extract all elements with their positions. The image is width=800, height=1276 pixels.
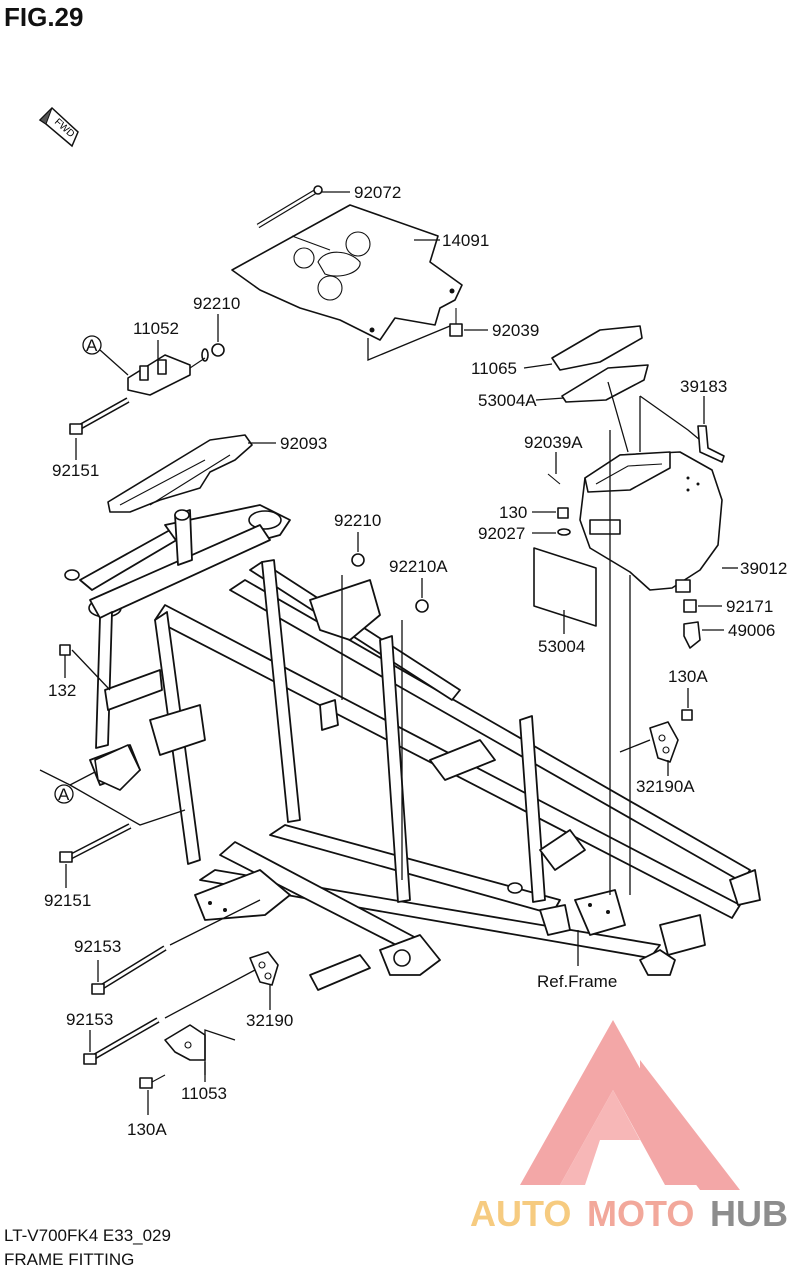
- leader-53004A: [535, 397, 565, 401]
- part-39183-clamp: [697, 425, 725, 463]
- part-92151-top-bolt: [69, 397, 130, 435]
- leader-ref-a-bottom-1: [39, 769, 96, 786]
- label-130: 130: [499, 503, 527, 522]
- part-92153-bolt-a: [91, 945, 167, 995]
- label-92039: 92039: [492, 321, 539, 340]
- part-11053-bracket: [164, 1024, 206, 1061]
- label-92151-bottom: 92151: [44, 891, 91, 910]
- figure-title: FIG.29: [4, 2, 84, 32]
- label-11053: 11053: [181, 1084, 227, 1103]
- part-132-bolt: [59, 644, 71, 656]
- main-frame-assembly: [64, 504, 761, 991]
- label-92210-mid: 92210: [334, 511, 381, 530]
- part-lower-left-bracket: [94, 744, 141, 791]
- part-92093-cushion: [107, 434, 253, 513]
- leader-ref-a-top: [99, 349, 129, 376]
- label-132: 132: [48, 681, 76, 700]
- label-32190: 32190: [246, 1011, 293, 1030]
- label-53004A: 53004A: [478, 391, 537, 410]
- part-92210-top-nut: [201, 343, 225, 362]
- watermark-hub-text: HUB: [710, 1193, 788, 1234]
- watermark-auto-text: AUTO: [470, 1193, 571, 1234]
- guide-32190A: [619, 739, 651, 753]
- part-32190-plate: [249, 951, 279, 986]
- label-32190A: 32190A: [636, 777, 695, 796]
- leader-14091-bracket: [367, 325, 451, 361]
- part-92027-washer: [557, 528, 571, 536]
- leader-53004A-to-box: [607, 381, 629, 453]
- part-32190A-plate: [649, 721, 679, 763]
- part-92210A-nut: [415, 599, 429, 613]
- label-49006: 49006: [728, 621, 775, 640]
- part-92072-rod: [256, 185, 323, 229]
- leader-11065: [523, 363, 553, 369]
- part-11065-seal: [551, 325, 643, 371]
- svg-text:A: A: [58, 785, 70, 804]
- svg-text:A: A: [86, 336, 98, 355]
- part-130-bolt: [557, 507, 569, 519]
- label-39012: 39012: [740, 559, 787, 578]
- label-92072: 92072: [354, 183, 401, 202]
- part-14091-plate: [231, 204, 463, 341]
- label-92151-top: 92151: [52, 461, 99, 480]
- part-53004A-foam: [561, 364, 649, 403]
- watermark-moto-text: MOTO: [587, 1193, 694, 1234]
- label-92171: 92171: [726, 597, 773, 616]
- forward-arrow-icon: FWD: [38, 106, 79, 148]
- label-14091: 14091: [442, 231, 489, 250]
- label-92153-b: 92153: [66, 1010, 113, 1029]
- part-92210-mid-nut: [351, 553, 365, 567]
- label-53004: 53004: [538, 637, 585, 656]
- label-ref-frame: Ref.Frame: [537, 972, 617, 991]
- part-92151-bottom-bolt: [59, 823, 132, 863]
- leader-132-to-frame: [71, 649, 111, 691]
- watermark-logo-icon: [520, 1020, 740, 1190]
- part-92039A-clip: [547, 473, 561, 485]
- label-92210-top: 92210: [193, 294, 240, 313]
- guide-92153-b: [164, 969, 256, 1019]
- part-130A-bottom-bolt: [139, 1074, 166, 1089]
- part-53004-sheet: [533, 547, 597, 627]
- part-39012-airbox: [579, 451, 723, 593]
- label-39183: 39183: [680, 377, 727, 396]
- leader-ref-a-bottom-2: [69, 784, 186, 826]
- part-92171-clamp: [683, 599, 697, 613]
- guide-92153-a: [169, 899, 261, 946]
- part-11052-bracket: [127, 354, 206, 396]
- label-11065: 11065: [471, 359, 517, 378]
- part-92039-bolt: [449, 308, 463, 337]
- label-92093: 92093: [280, 434, 327, 453]
- leader-11053-bracket: [204, 1029, 236, 1075]
- label-92210A: 92210A: [389, 557, 448, 576]
- part-92153-bolt-b: [83, 1017, 160, 1065]
- label-92039A: 92039A: [524, 433, 583, 452]
- label-11052: 11052: [133, 319, 179, 338]
- label-92027: 92027: [478, 524, 525, 543]
- leader-39183-bracket: [639, 395, 701, 441]
- ref-mark-a-top: A: [82, 335, 102, 355]
- section-name: FRAME FITTING: [4, 1250, 135, 1269]
- ref-mark-a-bottom: A: [54, 784, 74, 804]
- label-92153-a: 92153: [74, 937, 121, 956]
- label-130A-right: 130A: [668, 667, 708, 686]
- part-130A-right-bolt: [681, 709, 693, 721]
- label-130A-bottom: 130A: [127, 1120, 167, 1139]
- model-code: LT-V700FK4 E33_029: [4, 1226, 171, 1245]
- part-49006-grommet: [683, 621, 701, 649]
